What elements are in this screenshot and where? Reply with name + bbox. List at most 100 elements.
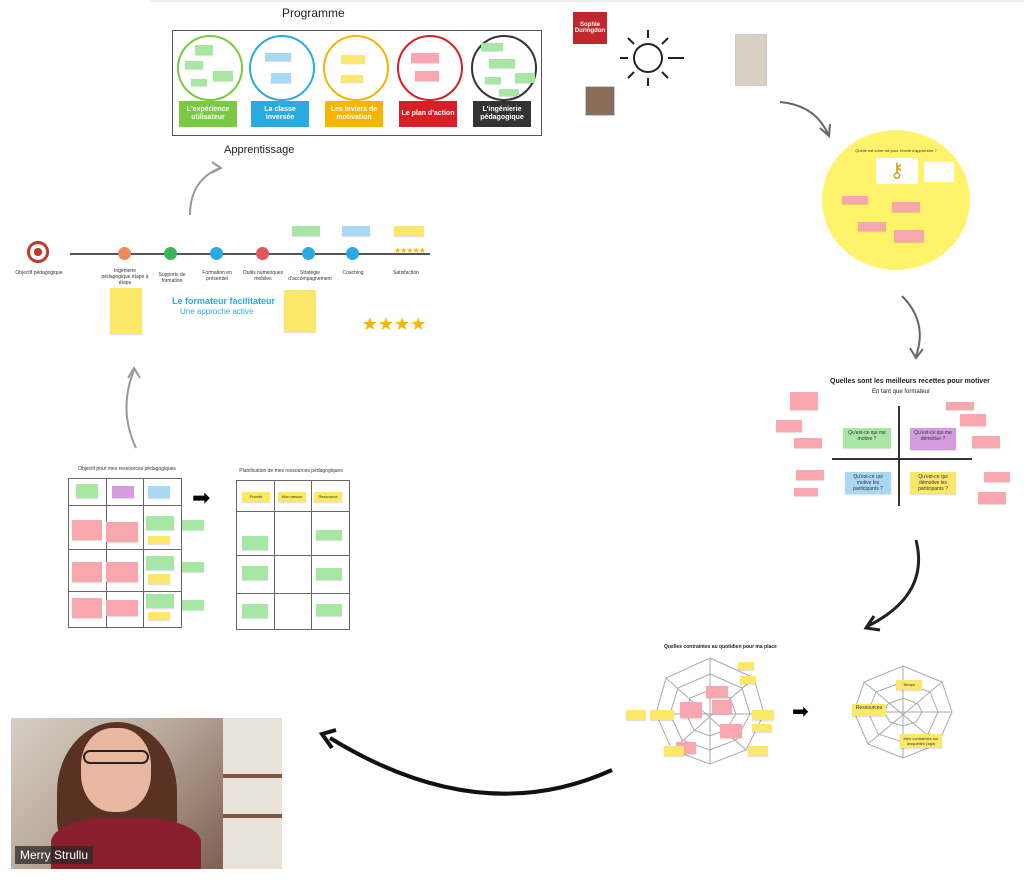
- sticky-note[interactable]: [242, 566, 268, 580]
- sticky-note[interactable]: [794, 488, 818, 496]
- sticky-note[interactable]: [182, 562, 204, 572]
- sticky-note[interactable]: [112, 486, 134, 498]
- avatar[interactable]: [585, 86, 615, 116]
- sticky-note[interactable]: [790, 392, 818, 410]
- spider-note[interactable]: Temps: [896, 680, 922, 690]
- sticky-note[interactable]: [195, 45, 213, 55]
- timeline-line: [70, 253, 430, 255]
- sticky-note[interactable]: [984, 472, 1010, 482]
- participant-face: [81, 728, 151, 812]
- programme-frame[interactable]: L'expérience utilisateur La classe inver…: [172, 30, 542, 136]
- sticky-note[interactable]: [316, 568, 342, 580]
- sticky-note[interactable]: [626, 710, 646, 720]
- sticky-note[interactable]: [740, 676, 756, 684]
- document-card[interactable]: [110, 288, 142, 334]
- avatar[interactable]: [735, 34, 767, 86]
- sticky-note[interactable]: [191, 79, 207, 86]
- sticky-note[interactable]: [271, 73, 291, 83]
- sticky-note[interactable]: [796, 470, 824, 480]
- sticky-note[interactable]: [394, 226, 424, 236]
- sticky-note[interactable]: [720, 724, 742, 738]
- quadrant-cell[interactable]: Qu'est-ce qui démotive les participants …: [910, 472, 956, 494]
- sticky-note[interactable]: [515, 73, 535, 83]
- timeline-step-dot[interactable]: [164, 247, 177, 260]
- sticky-note[interactable]: [148, 612, 170, 620]
- sticky-note[interactable]: [411, 53, 439, 63]
- sticky-note[interactable]: [794, 438, 822, 448]
- matrix-header[interactable]: Ressource: [314, 492, 342, 502]
- sticky-note[interactable]: [752, 724, 772, 732]
- sticky-note[interactable]: [748, 746, 768, 756]
- sticky-note[interactable]: [146, 594, 174, 608]
- sticky-note[interactable]: [499, 89, 519, 96]
- quadrant-cell[interactable]: Qu'est-ce qui me motive ?: [843, 428, 891, 448]
- timeline-step-dot[interactable]: [302, 247, 315, 260]
- sticky-note[interactable]: [342, 226, 370, 236]
- sticky-note[interactable]: [894, 230, 924, 242]
- sticky-note[interactable]: [680, 702, 702, 718]
- sticky-note[interactable]: [316, 530, 342, 540]
- timeline-step-dot[interactable]: [118, 247, 131, 260]
- sticky-note[interactable]: [146, 516, 174, 530]
- sticky-note[interactable]: [341, 55, 365, 63]
- sticky-note[interactable]: [185, 61, 203, 69]
- sticky-note[interactable]: [265, 53, 291, 61]
- sticky-note[interactable]: [148, 574, 170, 584]
- sticky-note[interactable]: [489, 59, 515, 68]
- sticky-note[interactable]: [106, 600, 138, 616]
- sticky-note[interactable]: [72, 598, 102, 618]
- sticky-note[interactable]: [242, 536, 268, 550]
- sticky-note[interactable]: [485, 77, 501, 84]
- timeline-step-dot[interactable]: [346, 247, 359, 260]
- sticky-note[interactable]: [712, 700, 732, 714]
- quadrant-cell[interactable]: Qu'est-ce qui me démotive ?: [910, 428, 956, 450]
- timeline-step-label: Satisfaction: [393, 270, 419, 276]
- sticky-note[interactable]: [664, 746, 684, 756]
- sticky-note[interactable]: [148, 536, 170, 544]
- matrix-header[interactable]: Priorité: [242, 492, 270, 502]
- sticky-note[interactable]: [946, 402, 974, 410]
- sticky-note[interactable]: [242, 604, 268, 618]
- timeline-step-dot[interactable]: [256, 247, 269, 260]
- document-card[interactable]: [284, 290, 316, 332]
- sticky-note[interactable]: [752, 710, 774, 720]
- sticky-note[interactable]: [978, 492, 1006, 504]
- sticky-note[interactable]: [858, 222, 886, 231]
- sticky-note[interactable]: [960, 414, 986, 426]
- sticky-note[interactable]: [972, 436, 1000, 448]
- sticky-note[interactable]: [106, 562, 138, 582]
- sticky-note[interactable]: [316, 604, 342, 616]
- sticky-note[interactable]: [213, 71, 233, 81]
- sticky-note[interactable]: [650, 710, 674, 720]
- spider-note[interactable]: Mes contraintes sur lesquelles j'agis: [900, 734, 942, 748]
- timeline-step-label: Formation en présentiel: [202, 270, 232, 282]
- matrix-header[interactable]: Mon besoin: [278, 492, 306, 502]
- board-top-border: [150, 0, 1024, 2]
- sticky-note[interactable]: [738, 662, 754, 670]
- sticky-note[interactable]: [415, 71, 439, 81]
- programme-circle-classe: [249, 35, 315, 101]
- shelf: [223, 774, 282, 778]
- arrow-to-spider: [867, 539, 921, 628]
- sticky-note[interactable]: [146, 556, 174, 570]
- quadrant-cell[interactable]: Qu'est-ce qui motive les participants ?: [845, 472, 891, 494]
- video-tile[interactable]: Merry Strullu: [11, 718, 282, 869]
- sticky-note[interactable]: [341, 75, 363, 82]
- sticky-note[interactable]: [106, 522, 138, 542]
- sticky-note[interactable]: [76, 484, 98, 498]
- sticky-note[interactable]: [148, 486, 170, 498]
- sticky-note[interactable]: [481, 43, 503, 51]
- sticky-note[interactable]: [776, 420, 802, 432]
- sticky-note[interactable]: [706, 686, 728, 698]
- timeline-step-dot[interactable]: [210, 247, 223, 260]
- sticky-note[interactable]: [182, 600, 204, 610]
- sticky-note[interactable]: [72, 562, 102, 582]
- sticky-note[interactable]: [292, 226, 320, 236]
- sticky-note[interactable]: [892, 202, 920, 212]
- spider-note[interactable]: Ressources: [852, 704, 886, 716]
- sticky-note[interactable]: [182, 520, 204, 530]
- key-question-circle[interactable]: Quelle est votre clé pour l'envie d'appr…: [822, 130, 970, 270]
- sticky-note[interactable]: [72, 520, 102, 540]
- avatar-badge[interactable]: Sophie Duringdon: [573, 12, 607, 44]
- sticky-note[interactable]: [842, 196, 868, 204]
